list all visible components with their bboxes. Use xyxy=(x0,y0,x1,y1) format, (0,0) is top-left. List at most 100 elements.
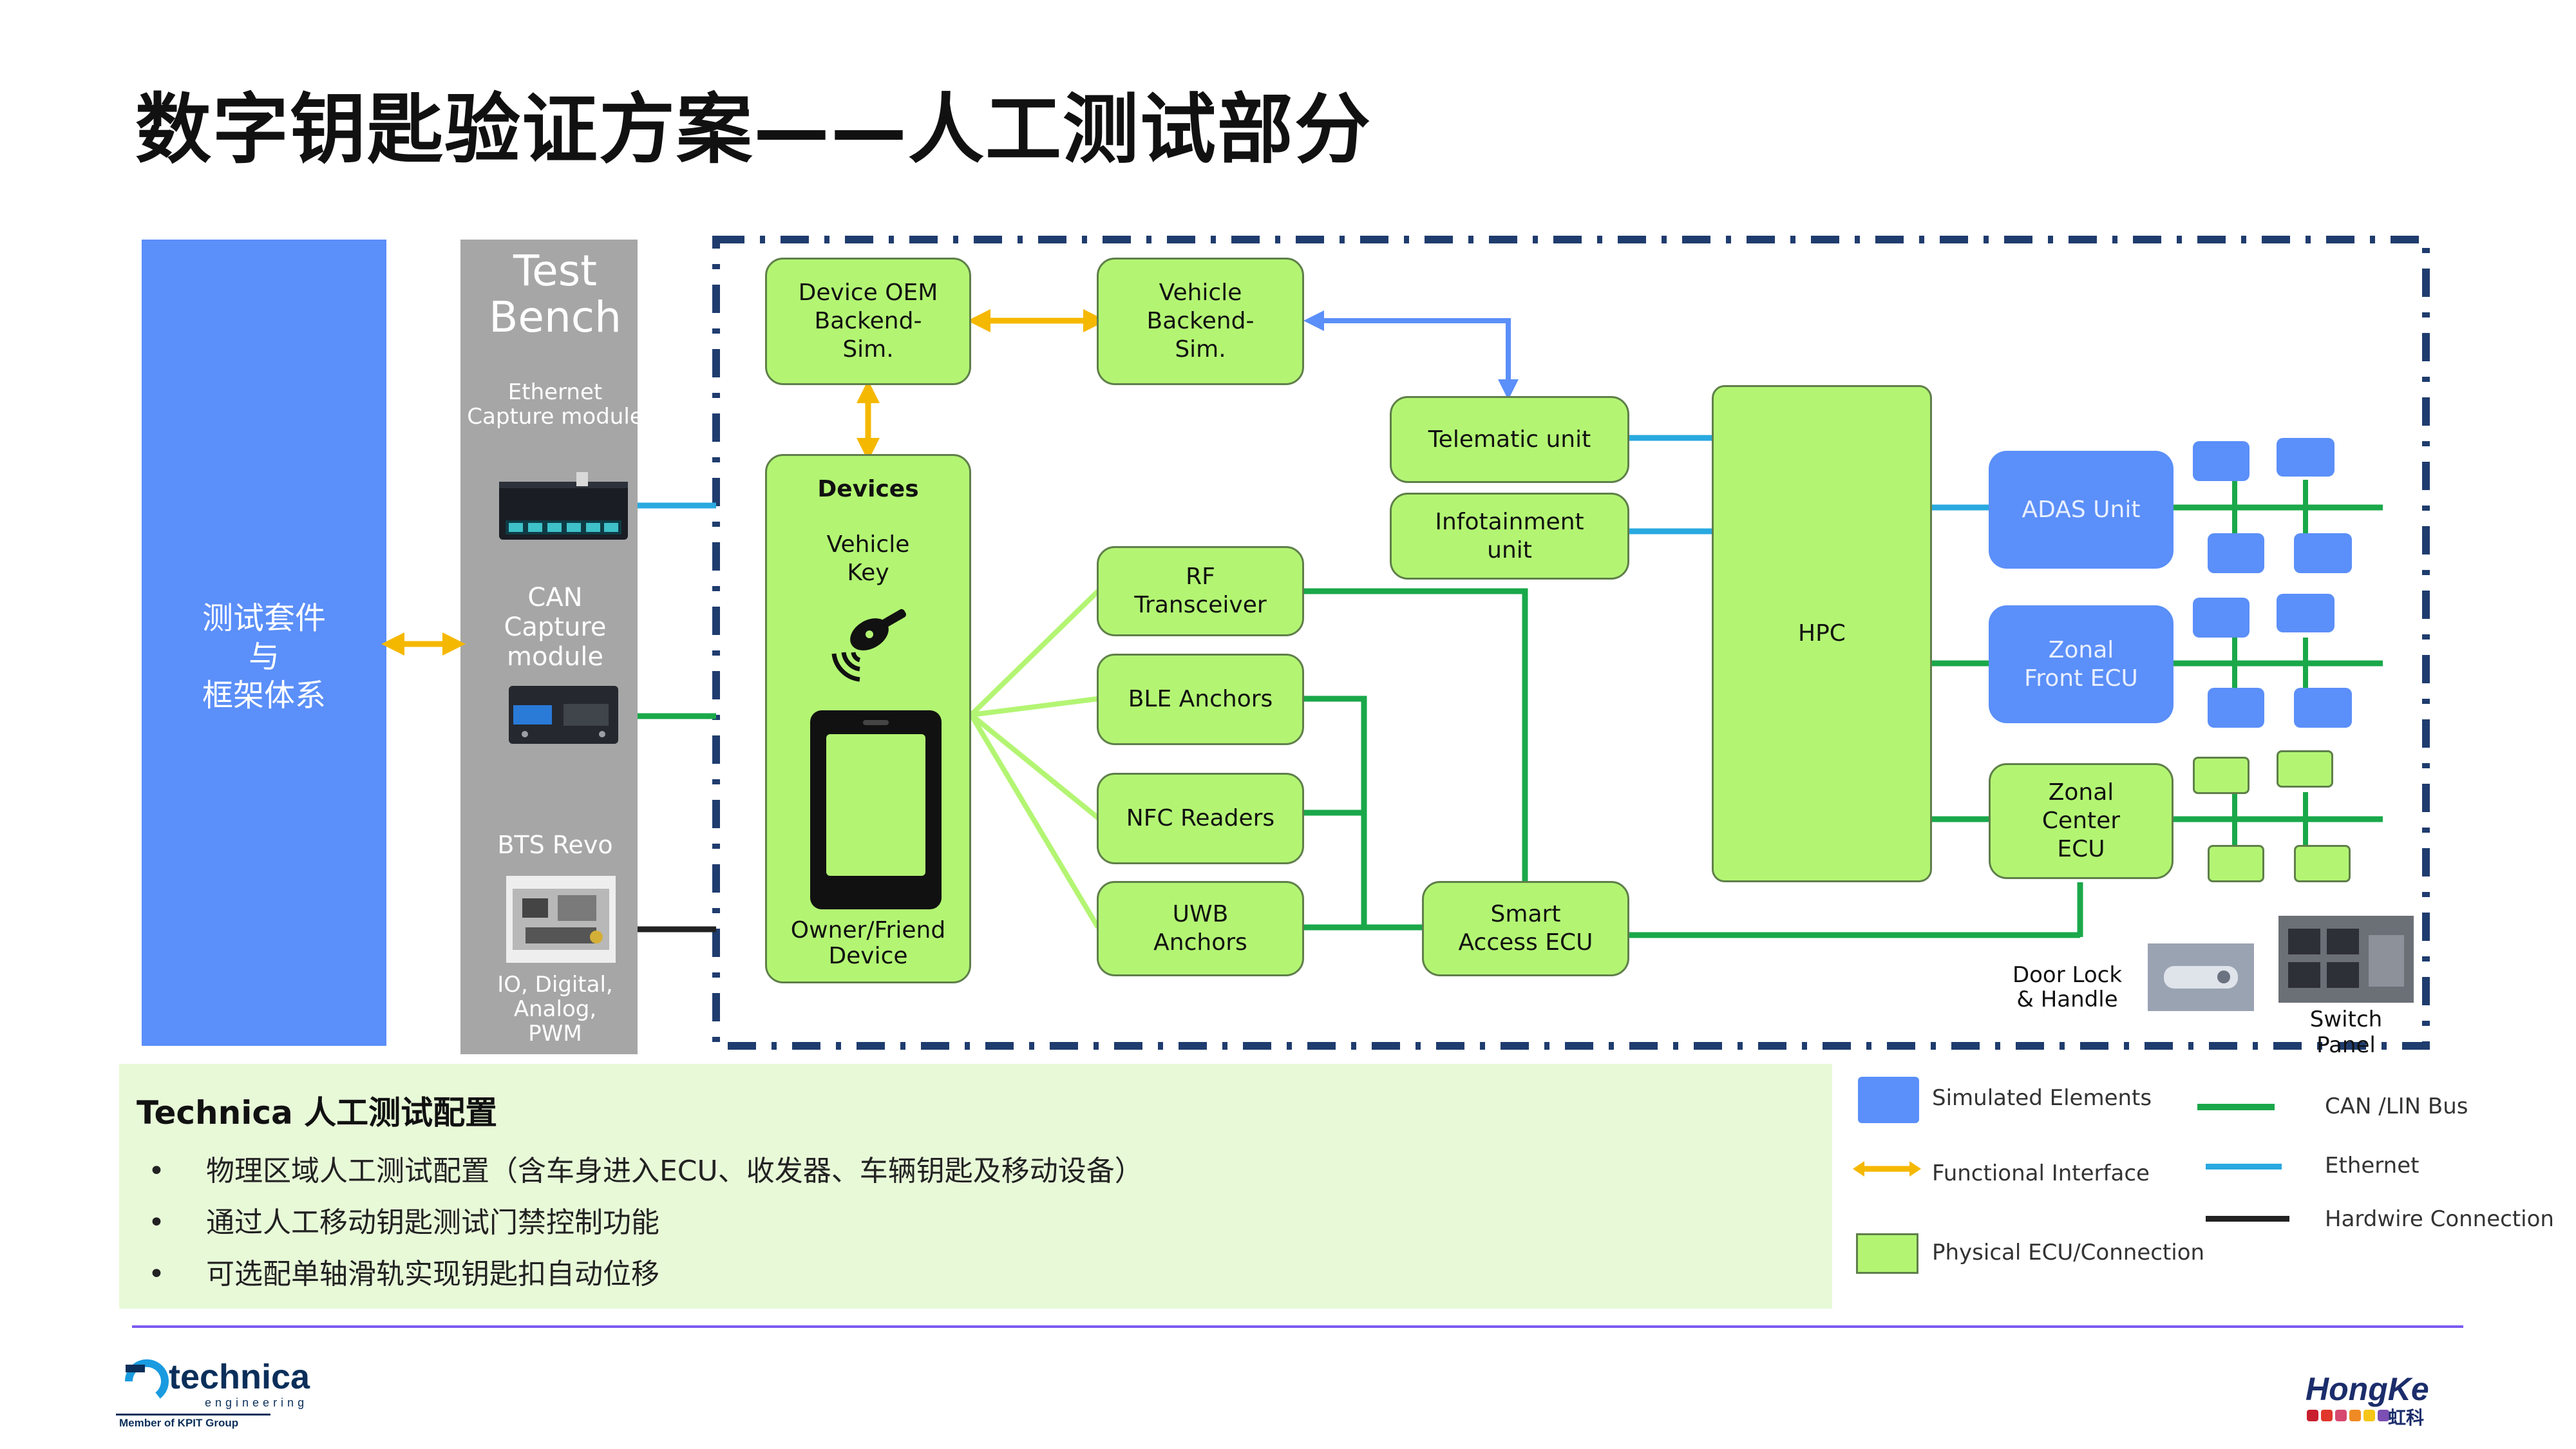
adas-label: ADAS Unit xyxy=(2022,496,2141,523)
devices-ble-link xyxy=(971,696,1099,717)
test-bench-title: Test Bench xyxy=(459,248,652,341)
legend-ethernet-line xyxy=(2206,1164,2282,1170)
legend-functional-label: Functional Interface xyxy=(1932,1160,2150,1186)
info-bullet: • 可选配单轴滑轨实现钥匙扣自动位移 xyxy=(148,1251,659,1292)
device-oem-backend-sim: Device OEM Backend- Sim. xyxy=(765,258,971,385)
vehicle-key-icon xyxy=(831,609,906,682)
info-bullet: •通过人工移动钥匙测试门禁控制功能 xyxy=(148,1199,659,1240)
zonal-center-node xyxy=(2294,845,2351,882)
legend-physical-label: Physical ECU/Connection xyxy=(1932,1240,2205,1265)
technica-logo-icon xyxy=(124,1359,169,1399)
owner-device-line-1: Owner/Friend xyxy=(790,917,946,943)
hpc-label: HPC xyxy=(1798,620,1846,647)
io-label: IO, Digital, Analog, PWM xyxy=(459,972,652,1046)
zonal-center-node xyxy=(2277,750,2333,788)
io-line-2: Analog, xyxy=(513,996,597,1022)
rf-line-2: Transceiver xyxy=(1134,592,1267,618)
devices-nfc-link xyxy=(969,712,1100,820)
rf-transceiver: RF Transceiver xyxy=(1097,546,1304,636)
backend-telematic-link xyxy=(1303,310,1519,400)
owner-device-label: Owner/Friend Device xyxy=(765,918,971,969)
zonal-front-node xyxy=(2277,594,2334,632)
infotainment-unit: Infotainment unit xyxy=(1390,493,1629,580)
footer-divider xyxy=(132,1325,2463,1328)
zonal-center-line-2: Center xyxy=(2041,808,2121,834)
bench-title-line-1: Test xyxy=(513,246,597,296)
bullet-text: 可选配单轴滑轨实现钥匙扣自动位移 xyxy=(206,1258,659,1291)
technica-logo-sub: engineering xyxy=(205,1396,308,1409)
io-line-3: PWM xyxy=(528,1021,582,1046)
vehicle-backend-sim: Vehicle Backend- Sim. xyxy=(1097,258,1304,385)
test-suite-label: 测试套件 与 框架体系 xyxy=(142,599,386,715)
zonal-center-ecu: Zonal Center ECU xyxy=(1989,763,2174,879)
ble-anchors: BLE Anchors xyxy=(1097,654,1304,745)
devices-title: Devices xyxy=(817,476,919,502)
switch-panel-image xyxy=(2278,916,2414,1003)
ethernet-capture-device-image xyxy=(499,472,628,540)
bullet-dot: • xyxy=(148,1206,165,1239)
zonal-front-line-1: Zonal xyxy=(2048,636,2114,663)
vehicle-backend-line-3: Sim. xyxy=(1175,336,1226,363)
legend-simulated-label: Simulated Elements xyxy=(1932,1085,2152,1111)
ethernet-module-label: Ethernet Capture module xyxy=(459,380,652,429)
infotainment-line-2: unit xyxy=(1487,536,1532,564)
technica-member-text: Member of KPIT Group xyxy=(119,1417,239,1429)
uwb-anchors: UWB Anchors xyxy=(1097,881,1304,976)
zonal-center-node xyxy=(2193,757,2249,794)
devices-rf-link xyxy=(969,589,1100,717)
zonal-front-node xyxy=(2208,688,2264,728)
hongke-logo-text: HongKe xyxy=(2306,1371,2429,1407)
bts-revo-board-image xyxy=(506,876,616,963)
vehicle-key-line-1: Vehicle xyxy=(826,531,910,558)
hpc: HPC xyxy=(1712,385,1932,882)
rf-smart-access-bus xyxy=(1304,588,1528,882)
can-capture-device-image xyxy=(509,686,618,744)
system-boundary xyxy=(712,236,2430,1050)
io-line-1: IO, Digital, xyxy=(497,972,613,998)
hongke-color-bar xyxy=(2307,1410,2389,1421)
infotainment-line-1: Infotainment xyxy=(1435,508,1584,535)
uwb-line-2: Anchors xyxy=(1153,929,1247,956)
zonal-front-node xyxy=(2193,598,2249,638)
telematic-label: Telematic unit xyxy=(1428,426,1591,453)
suite-line-3: 框架体系 xyxy=(202,677,326,714)
ethernet-module-line-1: Ethernet xyxy=(507,379,603,405)
uwb-line-1: UWB xyxy=(1172,901,1229,927)
zonal-center-line-3: ECU xyxy=(2057,836,2105,862)
vehicle-backend-line-1: Vehicle xyxy=(1159,279,1242,306)
legend-can-label: CAN /LIN Bus xyxy=(2325,1094,2468,1119)
bullet-dot: • xyxy=(148,1155,165,1188)
technica-logo-text: technica xyxy=(169,1358,310,1396)
legend-hardwire-line xyxy=(2206,1216,2289,1222)
door-lock-line-1: Door Lock xyxy=(2012,962,2123,988)
vehicle-key-line-2: Key xyxy=(847,560,889,586)
nfc-readers: NFC Readers xyxy=(1097,773,1304,864)
bench-title-line-2: Bench xyxy=(489,292,621,342)
legend-functional-arrow xyxy=(1853,1161,1921,1177)
vehicle-backend-line-2: Backend- xyxy=(1146,308,1255,334)
ble-label: BLE Anchors xyxy=(1128,686,1273,712)
zonal-front-node xyxy=(2294,688,2352,728)
adas-node xyxy=(2193,441,2249,481)
legend-ethernet-label: Ethernet xyxy=(2325,1153,2420,1179)
page-title: 数字钥匙验证方案——人工测试部分 xyxy=(135,85,1372,174)
device-oem-line-2: Backend- xyxy=(814,308,922,334)
adas-node xyxy=(2294,533,2352,573)
hongke-logo-cn: 虹科 xyxy=(2388,1407,2425,1428)
info-panel xyxy=(119,1064,1832,1309)
zonal-center-node xyxy=(2208,845,2264,882)
bts-revo-label: BTS Revo xyxy=(497,831,613,859)
ethernet-module-line-2: Capture module xyxy=(467,404,643,430)
legend-simulated-swatch xyxy=(1858,1077,1919,1123)
ble-bus xyxy=(1304,696,1367,927)
zonal-center-line-1: Zonal xyxy=(2048,779,2114,806)
smart-access-line-2: Access ECU xyxy=(1458,929,1593,956)
owner-device-line-2: Device xyxy=(828,943,908,969)
door-lock-label: Door Lock & Handle xyxy=(2006,963,2128,1012)
nfc-label: NFC Readers xyxy=(1126,805,1275,831)
info-title: Technica 人工测试配置 xyxy=(137,1094,498,1132)
zonal-front-ecu: Zonal Front ECU xyxy=(1989,605,2174,723)
bullet-dot: • xyxy=(148,1258,165,1291)
technica-logo-rule xyxy=(116,1414,270,1416)
